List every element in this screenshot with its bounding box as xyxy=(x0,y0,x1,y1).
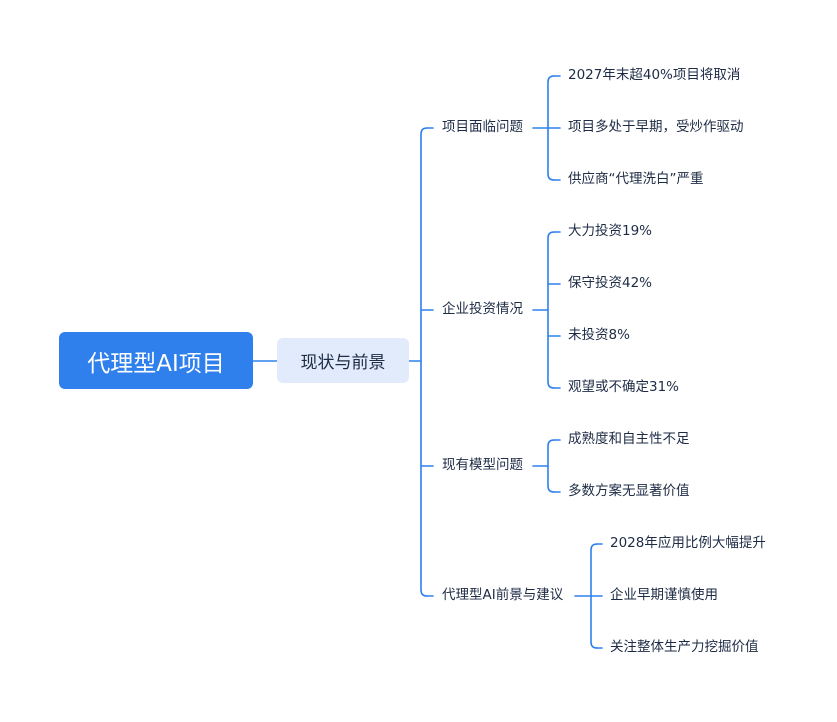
root-node[interactable]: 代理型AI项目 xyxy=(59,332,253,389)
branch-label: 企业投资情况 xyxy=(442,301,523,317)
branch-node-outlook[interactable]: 代理型AI前景与建议 xyxy=(442,586,563,604)
leaf-label: 成熟度和自主性不足 xyxy=(568,431,690,447)
leaf-node[interactable]: 观望或不确定31% xyxy=(568,378,679,396)
leaf-label: 未投资8% xyxy=(568,327,630,343)
leaf-label: 保守投资42% xyxy=(568,275,653,291)
investment-bracket-spine xyxy=(547,231,555,389)
leaf-node[interactable]: 大力投资19% xyxy=(568,222,652,240)
leaf-node[interactable]: 2027年末超40%项目将取消 xyxy=(568,66,740,84)
branch-node-model-issues[interactable]: 现有模型问题 xyxy=(442,456,523,474)
leaf-label: 关注整体生产力挖掘价值 xyxy=(610,639,759,655)
model-bracket-spine xyxy=(547,439,555,493)
leaf-label: 大力投资19% xyxy=(568,223,653,239)
branch-node-problems[interactable]: 项目面临问题 xyxy=(442,118,523,136)
leaf-label: 观望或不确定31% xyxy=(568,379,680,395)
leaf-label: 多数方案无显著价值 xyxy=(568,483,690,499)
branch-label: 现有模型问题 xyxy=(442,457,523,473)
hub-label: 现状与前景 xyxy=(300,353,386,373)
branch-node-investment[interactable]: 企业投资情况 xyxy=(442,300,523,318)
branch-label: 代理型AI前景与建议 xyxy=(442,587,564,603)
leaf-node[interactable]: 成熟度和自主性不足 xyxy=(568,430,690,448)
leaf-label: 项目多处于早期，受炒作驱动 xyxy=(568,119,744,135)
hub-node[interactable]: 现状与前景 xyxy=(277,338,409,383)
leaf-label: 2028年应用比例大幅提升 xyxy=(610,535,766,551)
leaf-node[interactable]: 企业早期谨慎使用 xyxy=(610,586,718,604)
leaf-label: 企业早期谨慎使用 xyxy=(610,587,718,603)
root-label: 代理型AI项目 xyxy=(87,350,225,377)
leaf-label: 2027年末超40%项目将取消 xyxy=(568,67,741,83)
leaf-node[interactable]: 关注整体生产力挖掘价值 xyxy=(610,638,759,656)
leaf-label: 供应商“代理洗白”严重 xyxy=(568,171,704,187)
leaf-node[interactable]: 2028年应用比例大幅提升 xyxy=(610,534,766,552)
leaf-node[interactable]: 未投资8% xyxy=(568,326,630,344)
leaf-node[interactable]: 多数方案无显著价值 xyxy=(568,482,690,500)
leaf-node[interactable]: 保守投资42% xyxy=(568,274,652,292)
leaf-node[interactable]: 项目多处于早期，受炒作驱动 xyxy=(568,118,744,136)
hub-bracket-spine xyxy=(420,127,428,597)
branch-label: 项目面临问题 xyxy=(442,119,523,135)
leaf-node[interactable]: 供应商“代理洗白”严重 xyxy=(568,170,704,188)
